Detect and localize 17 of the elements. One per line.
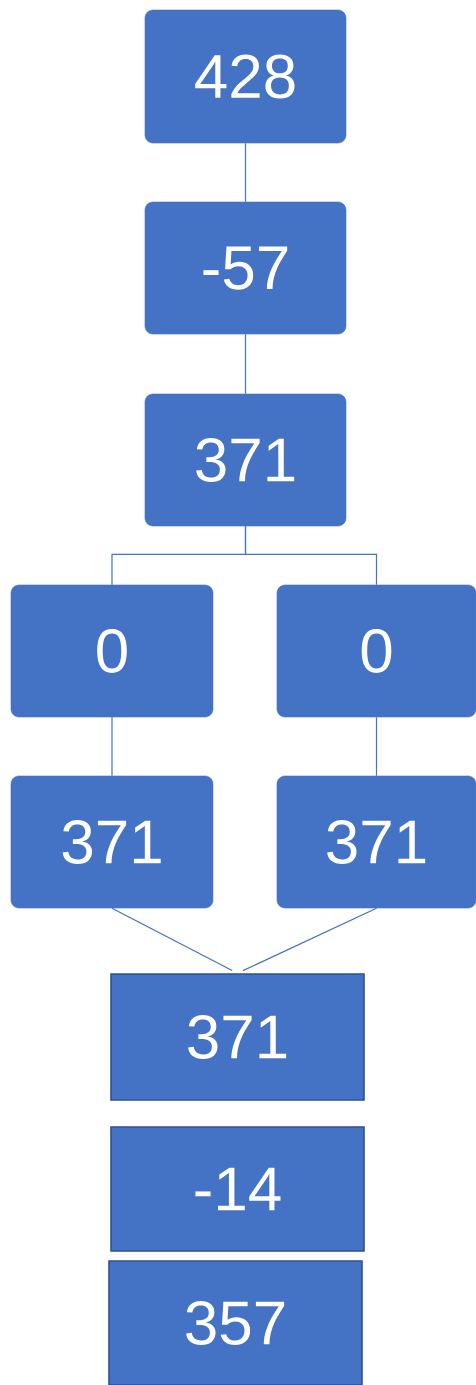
process-box: 371 [10, 775, 214, 909]
connector-line [111, 716, 113, 777]
connector-line [111, 907, 233, 972]
result-box: -14 [110, 1126, 365, 1252]
connector-line [244, 525, 378, 586]
process-box: 0 [10, 584, 214, 718]
result-box: 371 [110, 973, 365, 1101]
process-box: 0 [276, 584, 476, 718]
process-box: 371 [276, 775, 476, 909]
connector-line [242, 907, 378, 972]
connector-line [244, 333, 247, 395]
process-box: 371 [144, 393, 347, 527]
result-box: 357 [108, 1260, 363, 1385]
process-box: -57 [144, 201, 347, 335]
process-box: 428 [144, 9, 347, 144]
connector-line [244, 142, 247, 203]
connector-line [375, 716, 378, 777]
